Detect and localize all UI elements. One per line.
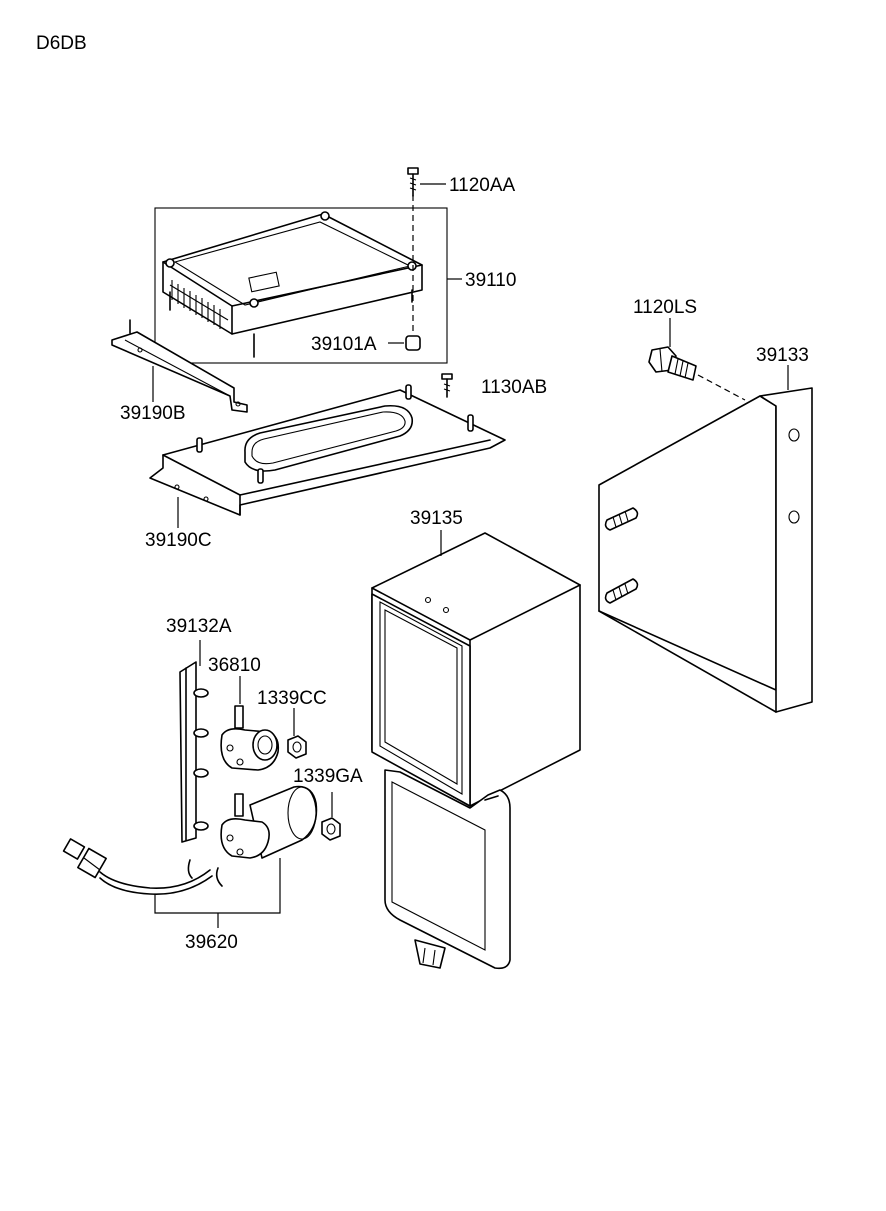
bolt-1120LS-icon [648,346,697,381]
bracket-39190B [111,319,248,413]
diagram-code: D6DB [36,33,87,54]
label-39132A: 39132A [166,616,232,637]
ecu-assembly-39110 [154,195,448,364]
label-1339CC: 1339CC [257,688,327,709]
label-39110: 39110 [465,270,516,291]
wiring-connector [62,838,213,895]
label-39101A: 39101A [311,334,377,355]
label-39190C: 39190C [145,530,212,551]
cover-lid [384,769,511,970]
bracket-39133 [598,387,813,713]
label-1130AB: 1130AB [481,377,547,398]
bracket-39132A [179,661,209,843]
label-1120AA: 1120AA [449,175,516,196]
nut-1339GA-icon [321,817,341,841]
relay-cylinder-39620 [187,785,318,887]
label-39135: 39135 [410,508,463,529]
nut-1339CC-icon [287,735,307,759]
bolt-1130AB-icon [441,373,453,398]
cover-39135 [371,532,581,807]
bolt-1120AA-icon [407,167,419,197]
plate-39190C [149,384,506,516]
relay-36810 [220,705,280,771]
label-39620: 39620 [185,932,238,953]
label-39133: 39133 [756,345,809,366]
label-39190B: 39190B [120,403,186,424]
label-1120LS: 1120LS [633,297,697,318]
ecu-group-frame [154,207,448,364]
label-1339GA: 1339GA [293,766,363,787]
label-36810: 36810 [208,655,261,676]
